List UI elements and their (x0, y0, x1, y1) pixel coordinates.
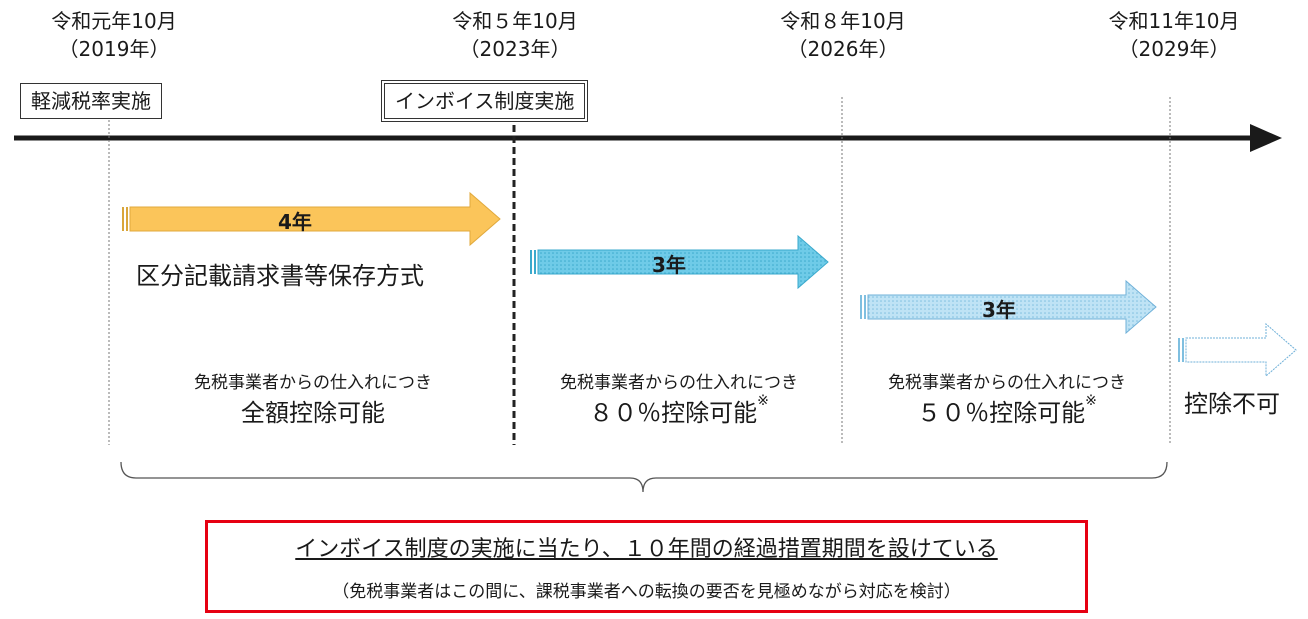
phase-result: 全額控除可能 (118, 393, 508, 428)
summary-box: インボイス制度の実施に当たり、１０年間の経過措置期間を設けている （免税事業者は… (205, 520, 1088, 613)
milestone-date: 令和元年10月 (51, 9, 177, 33)
footnote-mark: ※ (757, 393, 769, 409)
phase-condition: 免税事業者からの仕入れにつき (560, 373, 798, 393)
phase-result: ５０％控除可能※ (848, 393, 1166, 428)
period-arrow-4yr (122, 191, 501, 247)
milestone-2026: 令和８年10月 （2026年） (753, 7, 933, 63)
period-brace (120, 461, 1168, 493)
footnote-mark: ※ (1085, 393, 1097, 409)
phase-3: 免税事業者からの仕入れにつき ５０％控除可能※ (848, 368, 1166, 428)
milestone-year: （2026年） (787, 37, 899, 61)
phase-condition: 免税事業者からの仕入れにつき (888, 373, 1126, 393)
phase-result-text: ５０％控除可能 (917, 399, 1086, 427)
milestone-year: （2019年） (58, 37, 170, 61)
milestone-year: （2029年） (1118, 37, 1230, 61)
period-arrow-3yr-second (860, 279, 1157, 335)
phase-result: 控除不可 (1184, 390, 1280, 418)
arrow-label-3yr-second: 3年 (982, 298, 1016, 322)
phase-condition: 免税事業者からの仕入れにつき (194, 373, 432, 393)
event-invoice: インボイス制度実施 (381, 80, 589, 122)
milestone-date: 令和５年10月 (452, 9, 578, 33)
timeline-arrowhead (1250, 124, 1282, 152)
phase-result-text: 全額控除可能 (241, 399, 385, 427)
milestone-date: 令和８年10月 (780, 9, 906, 33)
phase-2: 免税事業者からの仕入れにつき ８０％控除可能※ (520, 368, 838, 428)
period-arrow-3yr-first (530, 234, 829, 290)
phase-result: ８０％控除可能※ (520, 393, 838, 428)
arrow-label-3yr-first: 3年 (652, 253, 686, 277)
period-arrow-after (1178, 322, 1297, 378)
scheme-name: 区分記載請求書等保存方式 (136, 262, 424, 290)
event-reduced-tax: 軽減税率実施 (20, 83, 162, 119)
milestone-year: （2023年） (459, 37, 571, 61)
phase-result-text: ８０％控除可能 (589, 399, 758, 427)
summary-sub: （免税事業者はこの間に、課税事業者への転換の要否を見極めながら対応を検討） (332, 582, 961, 602)
milestone-2023: 令和５年10月 （2023年） (425, 7, 605, 63)
milestone-2029: 令和11年10月 （2029年） (1084, 7, 1264, 63)
milestone-date: 令和11年10月 (1108, 9, 1240, 33)
phase-4: 控除不可 (1184, 384, 1280, 419)
milestone-2019: 令和元年10月 （2019年） (29, 7, 199, 63)
phase-1: 免税事業者からの仕入れにつき 全額控除可能 (118, 368, 508, 428)
summary-main: インボイス制度の実施に当たり、１０年間の経過措置期間を設けている (295, 537, 998, 562)
arrow-label-4yr: 4年 (278, 210, 312, 234)
